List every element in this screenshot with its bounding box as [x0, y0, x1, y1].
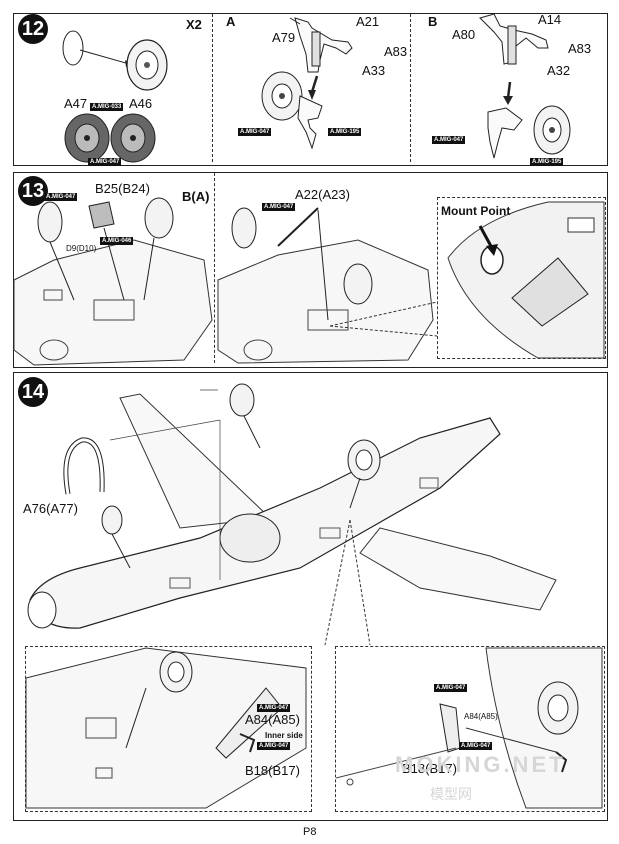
mount-point-detail-box — [437, 197, 606, 359]
mount-point-label: Mount Point — [441, 204, 511, 218]
part-label-a76: A76(A77) — [23, 501, 78, 516]
page-number: P8 — [303, 826, 317, 838]
part-label-a80: A80 — [452, 27, 476, 42]
part-label-a32: A32 — [547, 63, 571, 78]
paint-tag-13-mig046: A.MIG-046 — [100, 237, 134, 245]
paint-tag-14l-mig047-a: A.MIG-047 — [257, 704, 291, 712]
part-a76-illustration — [63, 437, 105, 495]
watermark-logo: MOKING.NET — [395, 752, 566, 777]
detail-right-illustration — [335, 647, 603, 809]
paint-tag-14r-mig047-b: A.MIG-047 — [459, 742, 493, 750]
paint-tag-mig047: A.MIG-047 — [88, 158, 122, 166]
step-13-detail-connector — [329, 301, 438, 337]
detail-right-box — [335, 646, 605, 812]
part-label-a79: A79 — [272, 30, 296, 45]
part-label-a33: A33 — [362, 63, 386, 78]
part-label-a46: A46 — [129, 96, 153, 111]
quantity-label: X2 — [186, 17, 202, 32]
step-12-divider-1 — [212, 14, 213, 162]
paint-tag-b-mig047: A.MIG-047 — [432, 136, 466, 144]
step-12-divider-2 — [410, 14, 411, 162]
part-label-a84-left: A84(A85) — [245, 712, 300, 727]
part-label-a83-b: A83 — [568, 41, 592, 56]
paint-tag-a-mig047: A.MIG-047 — [238, 128, 272, 136]
part-label-b18-right: B18(B17) — [402, 761, 457, 776]
step-13-number: 13 — [18, 176, 48, 206]
aircraft-illustration — [27, 383, 557, 629]
detail-left-illustration — [25, 647, 307, 809]
paint-tag-mig033: A.MIG-033 — [90, 103, 124, 111]
inner-side-note: Inner side — [265, 731, 303, 740]
wheel-assembly-illustration — [62, 30, 168, 163]
part-label-a84-right: A84(A85) — [464, 712, 498, 721]
part-label-d9: D9(D10) — [66, 244, 97, 253]
gear-variant-a-illustration — [261, 17, 353, 150]
part-label-a21: A21 — [356, 14, 380, 29]
paint-tag-13-mig047-b: A.MIG-047 — [262, 203, 296, 211]
step-13-fuselage-right-illustration — [217, 207, 434, 364]
step-12-number: 12 — [18, 14, 48, 44]
paint-tag-14l-mig047-b: A.MIG-047 — [257, 742, 291, 750]
paint-tag-a-mig195: A.MIG-195 — [328, 128, 362, 136]
paint-tag-13-mig047-a: A.MIG-047 — [44, 193, 78, 201]
mount-point-detail-illustration — [447, 201, 605, 359]
part-label-a22: A22(A23) — [295, 187, 350, 202]
part-label-a83-a: A83 — [384, 44, 408, 59]
part-label-a47: A47 — [64, 96, 88, 111]
paint-tag-b-mig195: A.MIG-195 — [530, 158, 564, 166]
step-13-fuselage-left-illustration — [13, 197, 213, 366]
watermark-subtitle: 模型网 — [430, 786, 472, 802]
variant-b-letter: B — [428, 14, 438, 29]
step-14-callout-lines — [109, 389, 371, 646]
gear-variant-b-illustration — [479, 13, 571, 159]
variant-a-letter: A — [226, 14, 236, 29]
paint-tag-14r-mig047-a: A.MIG-047 — [434, 684, 468, 692]
part-label-b-a: B(A) — [182, 189, 210, 204]
part-label-a14: A14 — [538, 12, 562, 27]
part-label-b18-left: B18(B17) — [245, 763, 300, 778]
step-13-divider — [214, 173, 215, 363]
part-label-b25: B25(B24) — [95, 181, 150, 196]
step-14-number: 14 — [18, 377, 48, 407]
